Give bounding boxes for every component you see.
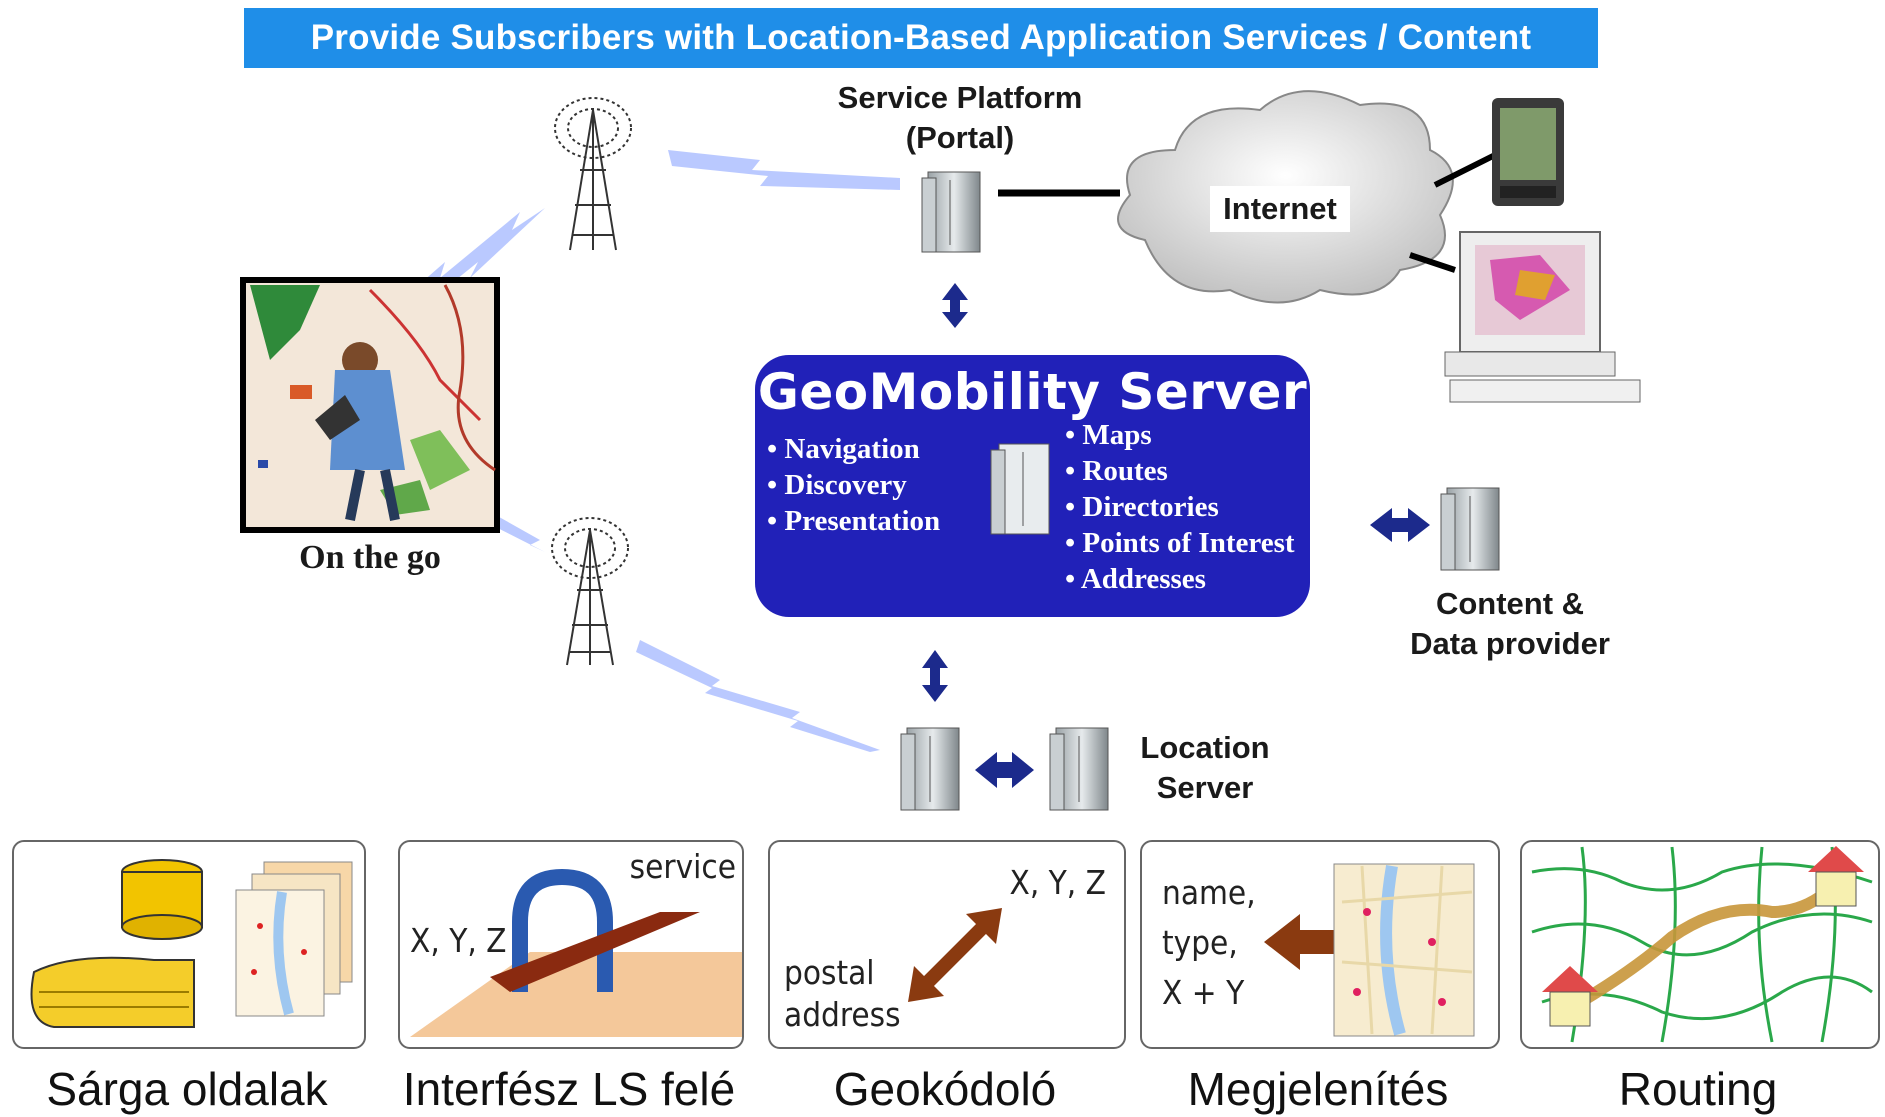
list-item: Discovery — [767, 467, 940, 503]
caption-display: Megjelenítés — [1187, 1063, 1449, 1115]
geomobility-title: GeoMobility Server — [757, 363, 1308, 421]
home-icon — [1808, 846, 1864, 907]
banner-title: Provide Subscribers with Location-Based … — [244, 8, 1598, 68]
location-server-2-icon — [1049, 727, 1109, 811]
postal-text: postal — [784, 953, 875, 992]
geomobility-server-box: GeoMobility Server Navigation Discovery … — [755, 355, 1310, 617]
content-provider-server-icon — [1440, 487, 1500, 571]
content-provider-line2: Data provider — [1410, 626, 1610, 661]
xy-text: X + Y — [1162, 973, 1245, 1012]
content-provider-label: Content & Data provider — [1360, 584, 1660, 664]
address-text: address — [784, 995, 901, 1034]
caption-routing: Routing — [1618, 1063, 1778, 1115]
geomobility-content-list: Maps Routes Directories Points of Intere… — [1065, 417, 1295, 597]
list-item: Routes — [1065, 453, 1295, 489]
internet-label: Internet — [1223, 191, 1337, 226]
pda-device-icon — [1433, 98, 1564, 206]
caption-geocoder: Geokódoló — [833, 1063, 1057, 1115]
tile-routing — [1520, 840, 1880, 1049]
yellow-pages-icon — [30, 859, 353, 1028]
geomobility-server-icon — [990, 443, 1050, 535]
type-text: type, — [1162, 923, 1238, 962]
content-provider-line1: Content & — [1435, 586, 1585, 621]
tile-display: name, type, X + Y — [1140, 840, 1500, 1049]
geocoder-arrow-icon — [908, 908, 1002, 1002]
geomobility-location-arrow — [922, 650, 948, 702]
name-text: name, — [1162, 873, 1256, 912]
routing-map-icon — [1531, 846, 1873, 1043]
list-item: Presentation — [767, 503, 940, 539]
on-the-go-label: On the go — [299, 539, 441, 576]
xyz-text: X, Y, Z — [410, 921, 507, 960]
platform-geomobility-arrow — [942, 283, 968, 328]
list-item: Maps — [1065, 417, 1295, 453]
geomobility-functions-list: Navigation Discovery Presentation — [767, 431, 940, 539]
tile-ls-interface: service X, Y, Z — [398, 840, 744, 1049]
location-server-line1: Location — [1140, 730, 1270, 765]
antenna-tower-top-icon — [554, 97, 632, 251]
service-platform-line1: Service Platform — [837, 80, 1083, 115]
location-server-label: Location Server — [1120, 728, 1290, 808]
xyz-text: X, Y, Z — [1009, 863, 1106, 902]
home-icon — [1542, 966, 1598, 1027]
location-server-line2: Server — [1156, 770, 1254, 805]
content-provider-arrow — [1370, 508, 1430, 542]
list-item: Addresses — [1065, 561, 1295, 597]
list-item: Points of Interest — [1065, 525, 1294, 561]
desktop-computer-icon — [1409, 231, 1641, 403]
tile-geocoder: X, Y, Z postal address — [768, 840, 1126, 1049]
internet-cloud-icon — [1117, 90, 1454, 304]
service-platform-server-icon — [921, 171, 981, 253]
caption-yellow-pages: Sárga oldalak — [46, 1063, 328, 1115]
ls-interface-icon — [410, 868, 742, 1037]
location-link-arrow — [975, 752, 1034, 788]
service-platform-label: Service Platform (Portal) — [800, 78, 1120, 158]
service-text: service — [629, 847, 736, 886]
location-server-1-icon — [900, 727, 960, 811]
on-the-go-picture — [240, 277, 500, 533]
list-item: Directories — [1065, 489, 1295, 525]
service-platform-line2: (Portal) — [905, 120, 1015, 155]
tile-yellow-pages — [12, 840, 366, 1049]
antenna-tower-bottom-icon — [551, 517, 629, 666]
caption-ls-interface: Interfész LS felé — [402, 1063, 736, 1115]
list-item: Navigation — [767, 431, 940, 467]
display-map-icon — [1264, 863, 1475, 1037]
